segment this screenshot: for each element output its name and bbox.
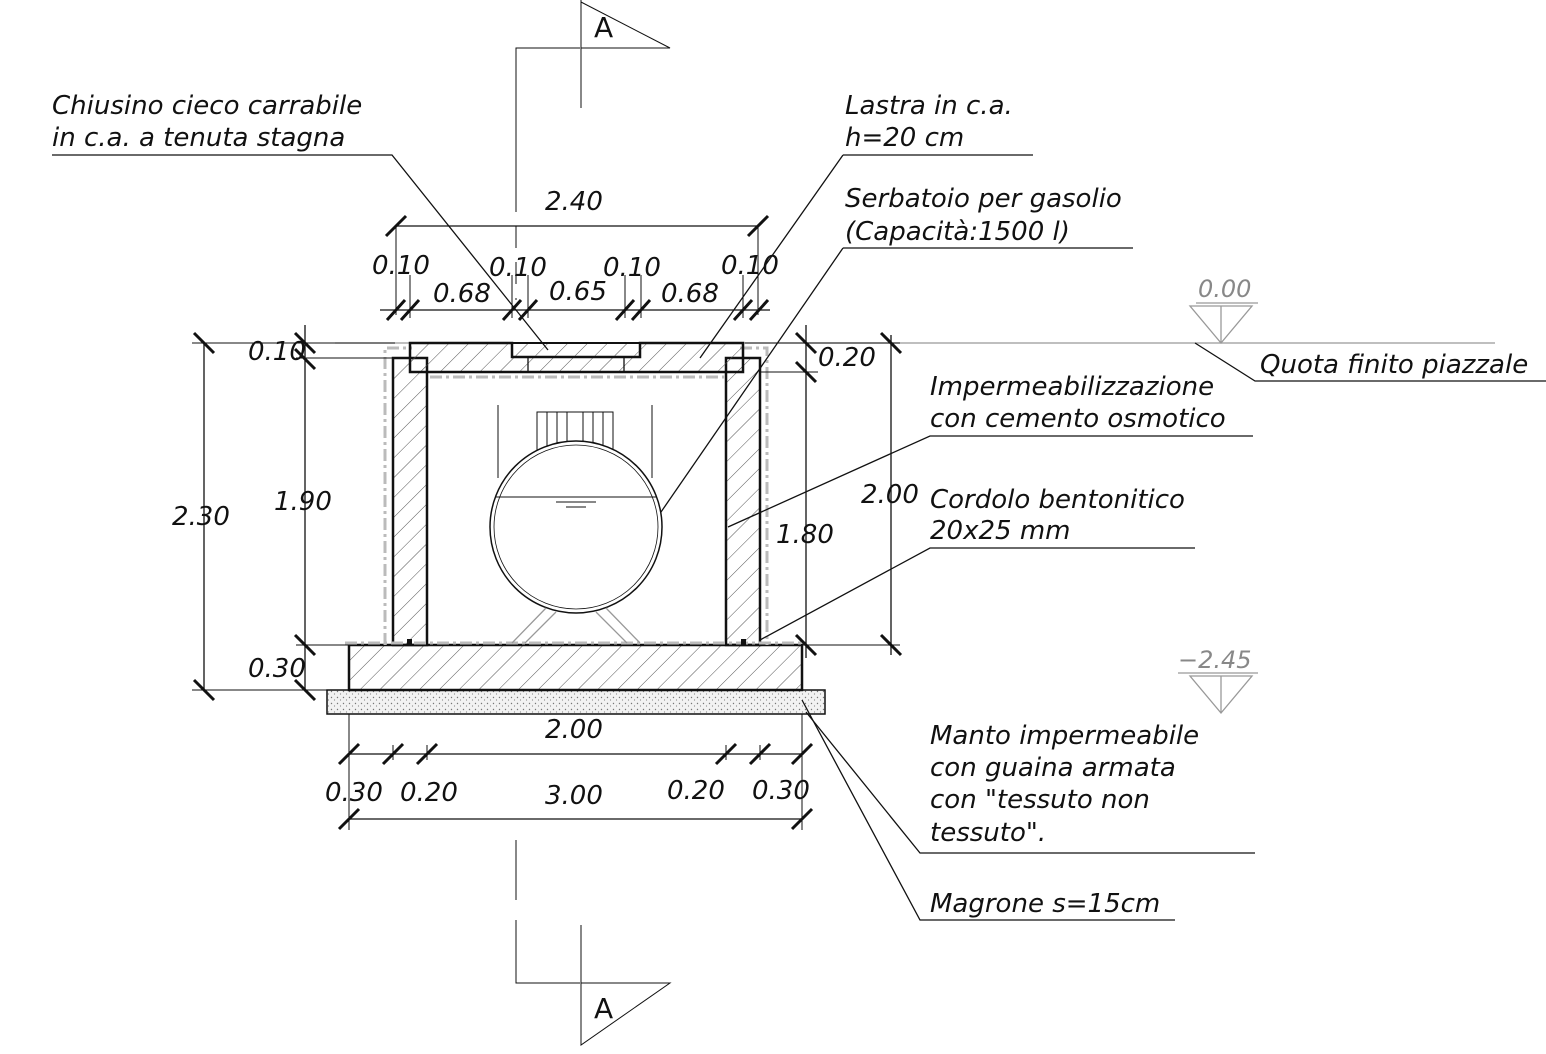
label-cordolo-line1: Cordolo bentonitico [930,485,1185,515]
dim-bottom-c: 0.20 [667,776,725,806]
dim-bottom-d: 0.30 [752,776,810,806]
bottom-dimension-lines [337,714,814,831]
label-quota: Quota finito piazzale [1260,350,1528,380]
level-top-value: 0.00 [1198,275,1251,303]
dim-bottom-total: 3.00 [545,781,603,811]
label-serbatoio-line2: (Capacità:1500 l) [845,217,1070,247]
dim-top-d: 0.10 [721,251,779,281]
dim-top-total: 2.40 [545,187,603,217]
label-magrone: Magrone s=15cm [930,889,1160,919]
dim-top-b: 0.10 [489,253,547,283]
dim-bottom-b: 0.20 [400,778,458,808]
dim-top-e: 0.68 [433,279,491,309]
level-mark-bottom [1178,672,1258,715]
label-cordolo-line2: 20x25 mm [930,516,1070,546]
label-manto-line3: con "tessuto non [930,785,1150,815]
label-serbatoio-line1: Serbatoio per gasolio [845,184,1122,214]
dim-right-top: 0.20 [818,343,876,373]
dim-right-total: 2.00 [861,480,919,510]
base-slab [347,643,804,692]
dim-right-inner: 1.80 [776,520,834,550]
right-wall [724,356,762,647]
label-imperm-line1: Impermeabilizzazione [930,372,1214,402]
label-chiusino-line2: in c.a. a tenuta stagna [52,123,345,153]
section-letter-top: A [594,11,613,44]
dim-top-c: 0.10 [603,253,661,283]
left-wall [391,356,429,647]
level-mark-top [1188,302,1258,345]
waterproofing-outline [383,346,769,645]
label-manto-line4: tessuto". [930,818,1046,848]
dim-bottom-a: 0.30 [325,778,383,808]
magrone-layer [326,689,826,715]
label-manto-line1: Manto impermeabile [930,721,1199,751]
level-bottom-value: −2.45 [1178,646,1252,674]
dim-left-total: 2.30 [172,502,230,532]
section-letter-bottom: A [594,992,613,1025]
dim-top-f: 0.65 [549,277,607,307]
label-imperm-line2: con cemento osmotico [930,404,1226,434]
left-dimension-lines [192,325,395,702]
label-manto-line2: con guaina armata [930,753,1176,783]
label-lastra-line2: h=20 cm [845,123,964,153]
section-cut-line [515,0,672,1046]
dim-top-a: 0.10 [372,251,430,281]
dim-left-inner: 1.90 [274,487,332,517]
dim-left-top: 0.10 [248,337,306,367]
dim-bottom-inner: 2.00 [545,715,603,745]
fuel-tank [489,405,663,644]
manhole-cover [511,342,641,358]
top-dimension-lines [380,214,770,322]
label-chiusino-line1: Chiusino cieco carrabile [52,91,362,121]
dim-top-g: 0.68 [661,279,719,309]
dim-left-bottom: 0.30 [248,654,306,684]
right-dimension-lines [745,325,903,658]
label-lastra-line1: Lastra in c.a. [845,91,1013,121]
leader-lines [52,154,1546,921]
